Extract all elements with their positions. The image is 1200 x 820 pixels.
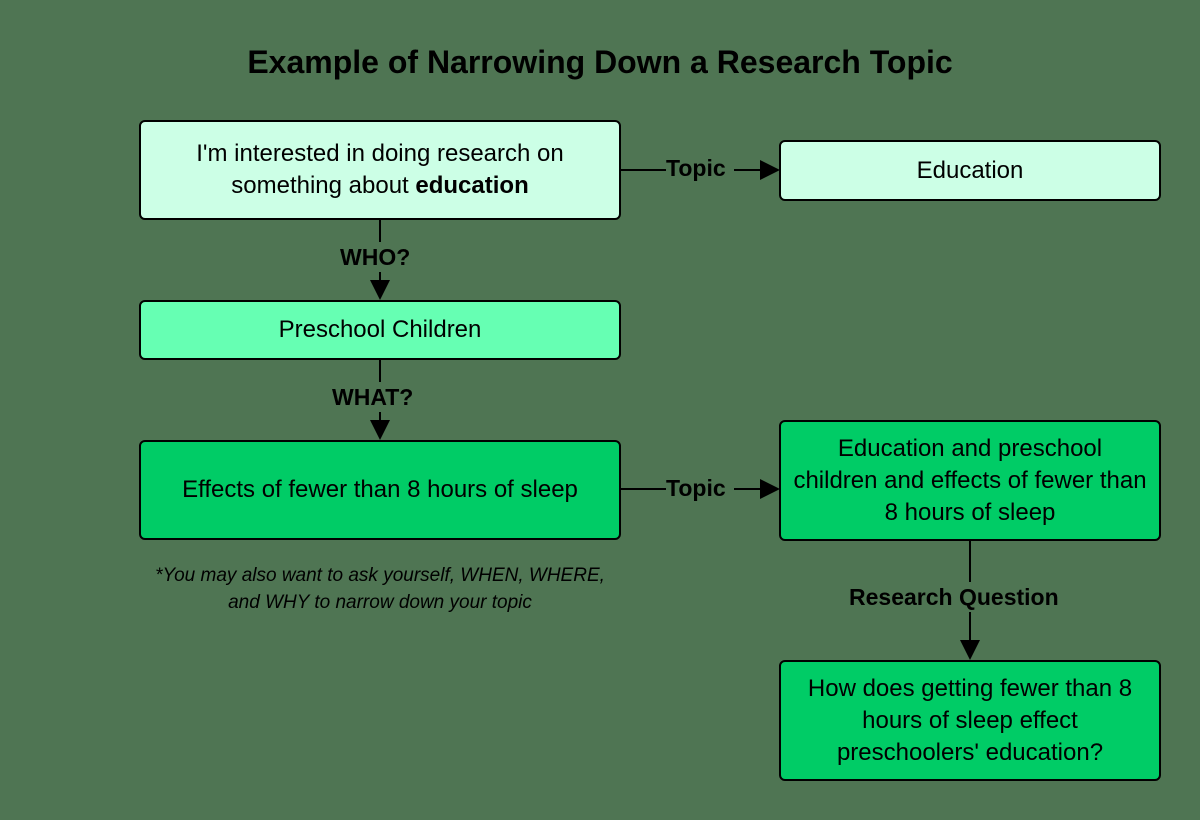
- edge-label-who: WHO?: [340, 244, 411, 270]
- diagram-title: Example of Narrowing Down a Research Top…: [247, 44, 953, 80]
- edge-label-research-question: Research Question: [849, 584, 1059, 610]
- node-research-question: How does getting fewer than 8 hours of s…: [779, 660, 1161, 781]
- edge-label-topic-2: Topic: [666, 475, 726, 501]
- node-interest-text-bold: education: [415, 172, 529, 199]
- node-interest-text: I'm interested in doing research on some…: [153, 138, 607, 202]
- node-effects-sleep: Effects of fewer than 8 hours of sleep: [139, 440, 621, 540]
- node-interest: I'm interested in doing research on some…: [139, 120, 621, 220]
- footnote: *You may also want to ask yourself, WHEN…: [155, 565, 605, 613]
- node-preschool-children: Preschool Children: [139, 300, 621, 360]
- node-topic-education: Education: [779, 140, 1161, 201]
- edge-label-what: WHAT?: [332, 384, 414, 410]
- edge-label-topic-1: Topic: [666, 155, 726, 181]
- node-interest-text-pre: I'm interested in doing research on some…: [196, 140, 564, 199]
- node-combined-topic: Education and preschool children and eff…: [779, 420, 1161, 541]
